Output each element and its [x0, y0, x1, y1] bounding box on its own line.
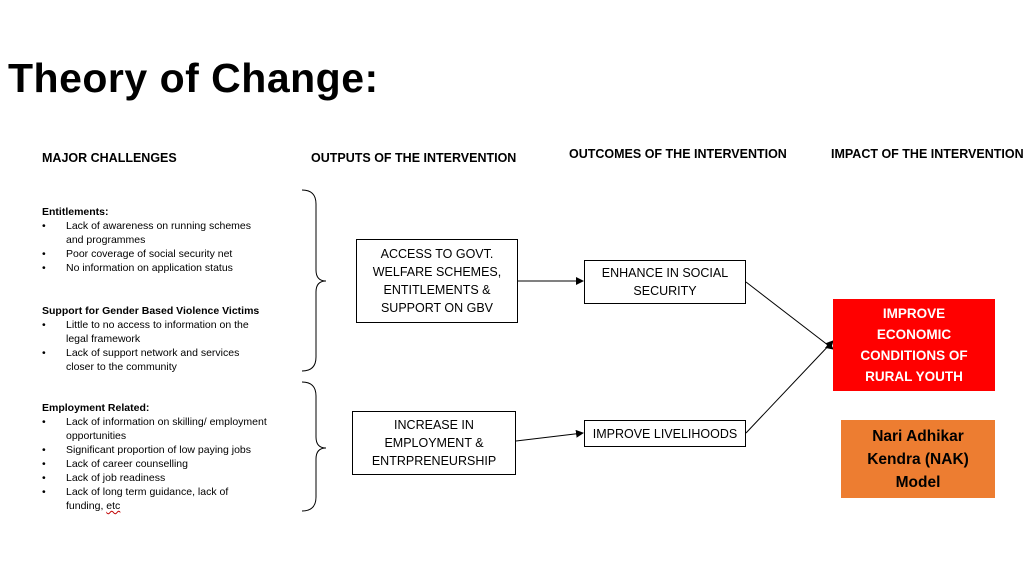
- challenge-item: Poor coverage of social security net: [42, 247, 267, 261]
- impact-main-label: IMPROVE ECONOMIC CONDITIONS OF RURAL YOU…: [860, 306, 968, 384]
- outcome-livelihoods-box: IMPROVE LIVELIHOODS: [584, 420, 746, 447]
- arrow-social-to-impact: [745, 281, 834, 350]
- outcome-social-security-label: ENHANCE IN SOCIAL SECURITY: [601, 266, 729, 298]
- challenge-heading: Employment Related:: [42, 402, 150, 414]
- challenge-item: Lack of job readiness: [42, 471, 267, 485]
- challenge-item: Significant proportion of low paying job…: [42, 443, 267, 457]
- output-access-box: ACCESS TO GOVT. WELFARE SCHEMES, ENTITLE…: [356, 239, 518, 323]
- challenge-item-text: etc: [106, 500, 121, 512]
- challenge-entitlements: Entitlements: Lack of awareness on runni…: [42, 205, 267, 275]
- challenge-item-text: Lack of long term guidance, lack of: [66, 486, 229, 498]
- column-heading-impact: IMPACT OF THE INTERVENTION: [831, 147, 1024, 161]
- page-title: Theory of Change:: [8, 55, 379, 101]
- column-heading-outputs: OUTPUTS OF THE INTERVENTION: [311, 151, 517, 165]
- arrow-employment-to-livelihoods: [515, 429, 584, 442]
- column-heading-outcomes: OUTCOMES OF THE INTERVENTION: [569, 147, 787, 161]
- impact-main-box: IMPROVE ECONOMIC CONDITIONS OF RURAL YOU…: [833, 299, 995, 391]
- model-label: Nari Adhikar Kendra (NAK) Model: [867, 427, 969, 491]
- brace-lower: [301, 381, 327, 512]
- output-access-label: ACCESS TO GOVT. WELFARE SCHEMES, ENTITLE…: [372, 247, 502, 315]
- challenge-heading: Entitlements:: [42, 206, 109, 218]
- column-heading-challenges: MAJOR CHALLENGES: [42, 151, 177, 165]
- arrow-livelihoods-to-impact: [745, 340, 834, 434]
- outcome-social-security-box: ENHANCE IN SOCIAL SECURITY: [584, 260, 746, 304]
- challenge-heading: Support for Gender Based Violence Victim…: [42, 305, 260, 317]
- output-employment-label: INCREASE IN EMPLOYMENT & ENTRPRENEURSHIP: [371, 418, 497, 468]
- challenge-item: Lack of career counselling: [42, 457, 267, 471]
- challenge-item: Lack of awareness on running schemes and…: [42, 219, 267, 247]
- challenge-item: Little to no access to information on th…: [42, 318, 267, 346]
- challenge-item: No information on application status: [42, 261, 267, 275]
- challenge-employment: Employment Related: Lack of information …: [42, 401, 267, 513]
- challenge-item: Lack of information on skilling/ employm…: [42, 415, 267, 443]
- challenge-item-text: funding,: [66, 500, 107, 512]
- brace-upper: [301, 189, 327, 372]
- model-box: Nari Adhikar Kendra (NAK) Model: [841, 420, 995, 498]
- outcome-livelihoods-label: IMPROVE LIVELIHOODS: [592, 426, 738, 441]
- challenge-item: Lack of support network and services clo…: [42, 346, 267, 374]
- challenge-item: Lack of long term guidance, lack of fundi…: [42, 485, 267, 513]
- challenge-gbv: Support for Gender Based Violence Victim…: [42, 304, 267, 374]
- output-employment-box: INCREASE IN EMPLOYMENT & ENTRPRENEURSHIP: [352, 411, 516, 475]
